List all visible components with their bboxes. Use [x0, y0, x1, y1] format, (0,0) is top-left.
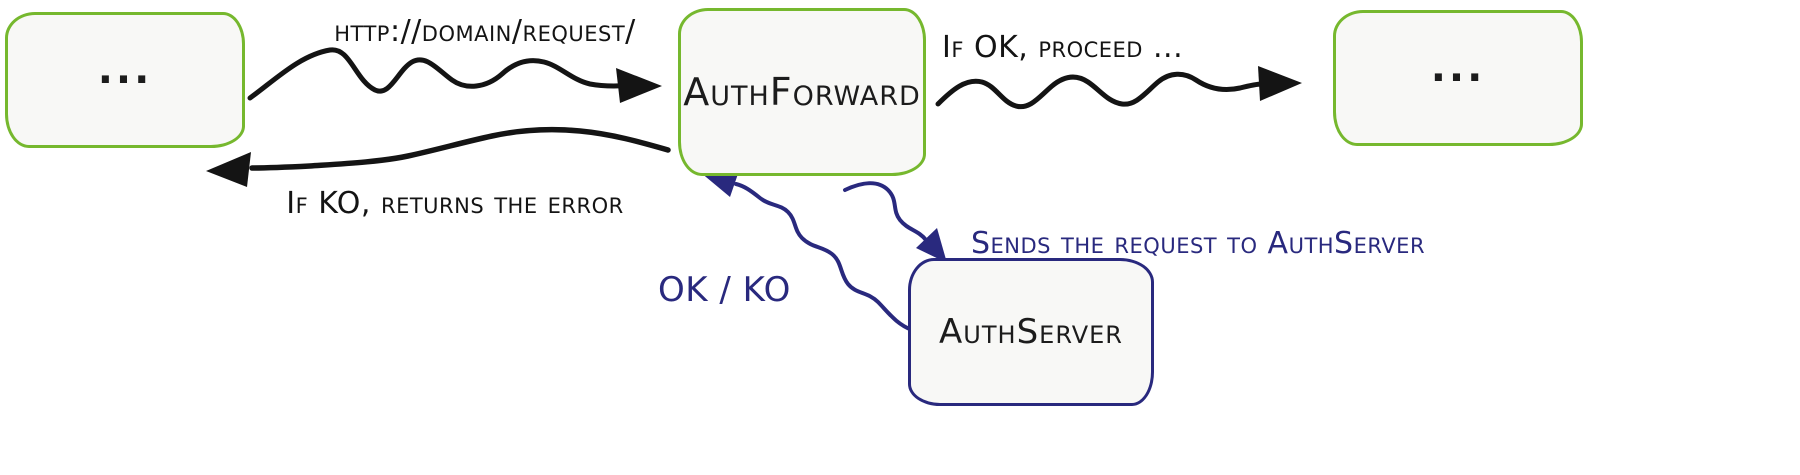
- node-auth-forward: AuthForward: [678, 8, 926, 176]
- node-auth-server-label: AuthServer: [939, 312, 1123, 352]
- node-auth-server: AuthServer: [908, 258, 1154, 406]
- edge-label-send-request: Sends the request to AuthServer: [970, 226, 1426, 261]
- edge-label-ok-proceed: If OK, proceed ...: [942, 30, 1184, 65]
- edge-label-ko-return: If KO, returns the error: [286, 186, 624, 221]
- proceed-arrowhead-icon: [1258, 66, 1302, 101]
- node-auth-forward-label: AuthForward: [683, 70, 921, 114]
- node-client: ...: [5, 12, 245, 148]
- send-arrow: [843, 181, 938, 254]
- proceed-arrow: [935, 71, 1265, 110]
- edge-label-request: http://domain/request/: [334, 14, 636, 49]
- node-upstream: ...: [1333, 10, 1583, 146]
- return-arrowhead-icon: [206, 152, 251, 187]
- edge-label-ok-ko: OK / KO: [658, 270, 791, 310]
- node-client-label: ...: [97, 47, 153, 93]
- node-upstream-label: ...: [1430, 45, 1486, 91]
- return-arrow: [249, 126, 671, 171]
- request-arrowhead-icon: [616, 68, 662, 103]
- request-arrow: [247, 47, 639, 101]
